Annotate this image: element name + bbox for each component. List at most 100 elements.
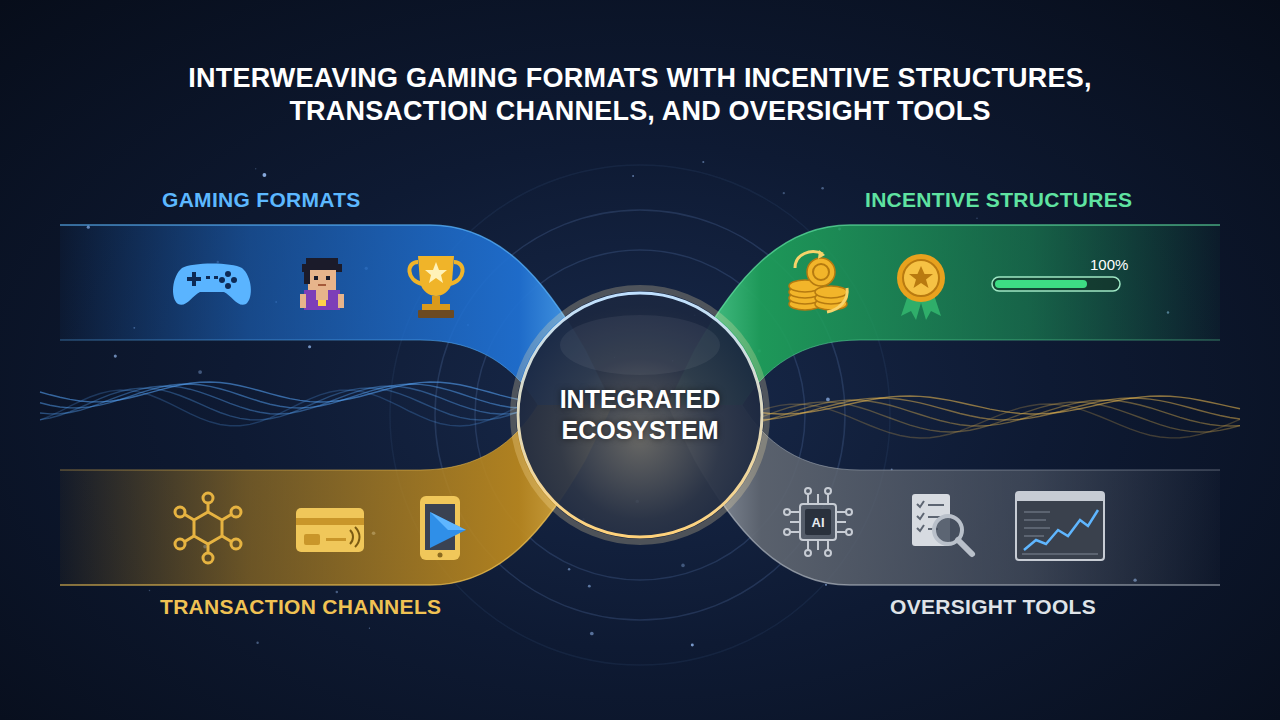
icon-part xyxy=(815,286,847,298)
sparkle-dot xyxy=(826,398,830,402)
icon-part xyxy=(308,270,336,290)
icon-part xyxy=(418,256,454,296)
icon-part xyxy=(807,258,835,286)
icon-part xyxy=(304,534,320,545)
ribbon-edge xyxy=(60,405,612,585)
icon-part xyxy=(409,262,422,284)
icon-part xyxy=(318,300,326,306)
icon-part xyxy=(225,271,231,277)
sparkle-dot xyxy=(198,370,202,374)
icon-part xyxy=(300,294,306,308)
icon-part xyxy=(192,272,196,286)
ribbon-body xyxy=(60,405,612,585)
icon-part xyxy=(1024,528,1050,529)
icon-part xyxy=(296,508,364,552)
icon-part xyxy=(917,525,924,531)
sparkle-dot xyxy=(590,632,594,636)
icon-part xyxy=(194,512,222,544)
icon-part xyxy=(807,540,809,550)
sparkle-dot xyxy=(691,644,694,647)
ribbon-edge xyxy=(60,340,538,405)
ribbon-body xyxy=(668,405,1220,585)
icon-part xyxy=(1022,554,1098,555)
wave-line xyxy=(40,388,520,420)
icon-part xyxy=(432,296,440,304)
sparkle-dot xyxy=(588,585,591,588)
icon-part xyxy=(784,488,852,556)
icon-part xyxy=(1024,510,1098,550)
hub-disc xyxy=(518,293,762,537)
icon-part xyxy=(300,258,344,310)
icon-part xyxy=(846,509,852,515)
wave-line xyxy=(760,404,1240,438)
icon-part xyxy=(995,280,1087,288)
sparkle-dot xyxy=(702,161,704,163)
icon-part xyxy=(231,277,237,283)
icon-part xyxy=(175,493,241,563)
icon-part xyxy=(807,494,809,504)
icon-part xyxy=(316,290,328,300)
ribbon-group xyxy=(668,405,1220,585)
icon-part xyxy=(420,496,466,560)
icon-part xyxy=(903,260,939,296)
icon-part xyxy=(350,527,360,547)
wave-line xyxy=(760,402,1240,432)
icon-part xyxy=(790,511,800,513)
icon-part xyxy=(992,277,1120,291)
icon-part xyxy=(314,276,318,280)
icon-part xyxy=(790,521,800,523)
chip-label: AI xyxy=(812,515,825,530)
ribbon-group xyxy=(60,405,612,585)
icon-part xyxy=(909,266,933,288)
sparkle-dot xyxy=(976,217,978,219)
icon-part xyxy=(430,512,466,548)
icon-part xyxy=(827,494,829,504)
icon-part xyxy=(813,264,829,280)
sparkle-dot xyxy=(256,642,258,644)
icon-part xyxy=(784,509,790,515)
icon-part xyxy=(1024,536,1044,537)
band-heading: OVERSIGHT TOOLS xyxy=(890,595,1096,619)
icon-part xyxy=(422,304,450,310)
hub-shine xyxy=(560,315,720,375)
hub-glow xyxy=(513,288,767,542)
icon-part xyxy=(917,513,924,519)
icon-part xyxy=(1024,512,1050,536)
icon-part xyxy=(318,284,326,286)
icon-part xyxy=(214,276,218,279)
sparkle-dot xyxy=(783,192,785,194)
icon-part xyxy=(784,529,790,535)
ribbon-edge xyxy=(742,405,1220,470)
icon-part xyxy=(805,550,811,556)
band-heading: GAMING FORMATS xyxy=(162,188,361,212)
icon-part xyxy=(897,254,945,320)
icon-part xyxy=(917,501,924,507)
icon-part xyxy=(438,553,443,558)
icon-part xyxy=(1024,512,1050,513)
icon-part xyxy=(846,529,852,535)
sparkle-dot xyxy=(821,187,824,190)
icon-part xyxy=(836,511,846,513)
icon-part xyxy=(1016,492,1104,560)
wave-line xyxy=(40,390,520,426)
icon-part xyxy=(958,540,972,554)
hub-label: INTEGRATED ECOSYSTEM xyxy=(535,384,745,446)
icon-part xyxy=(418,310,454,318)
sparkle-dot xyxy=(262,173,266,177)
circle-shape xyxy=(510,285,770,545)
sparkle-dot xyxy=(632,175,634,177)
icon-part xyxy=(425,262,447,283)
sparkle-dot xyxy=(681,564,685,568)
icon-part xyxy=(203,493,213,503)
icon-part xyxy=(206,276,210,279)
icon-part xyxy=(409,256,462,318)
icon-part xyxy=(1024,520,1046,521)
icon-part xyxy=(789,250,847,312)
icon-part xyxy=(817,540,819,550)
icon-part xyxy=(912,494,972,554)
icon-part xyxy=(805,509,831,535)
icon-part xyxy=(430,512,466,530)
icon-part xyxy=(304,290,340,310)
icon-part xyxy=(203,553,213,563)
